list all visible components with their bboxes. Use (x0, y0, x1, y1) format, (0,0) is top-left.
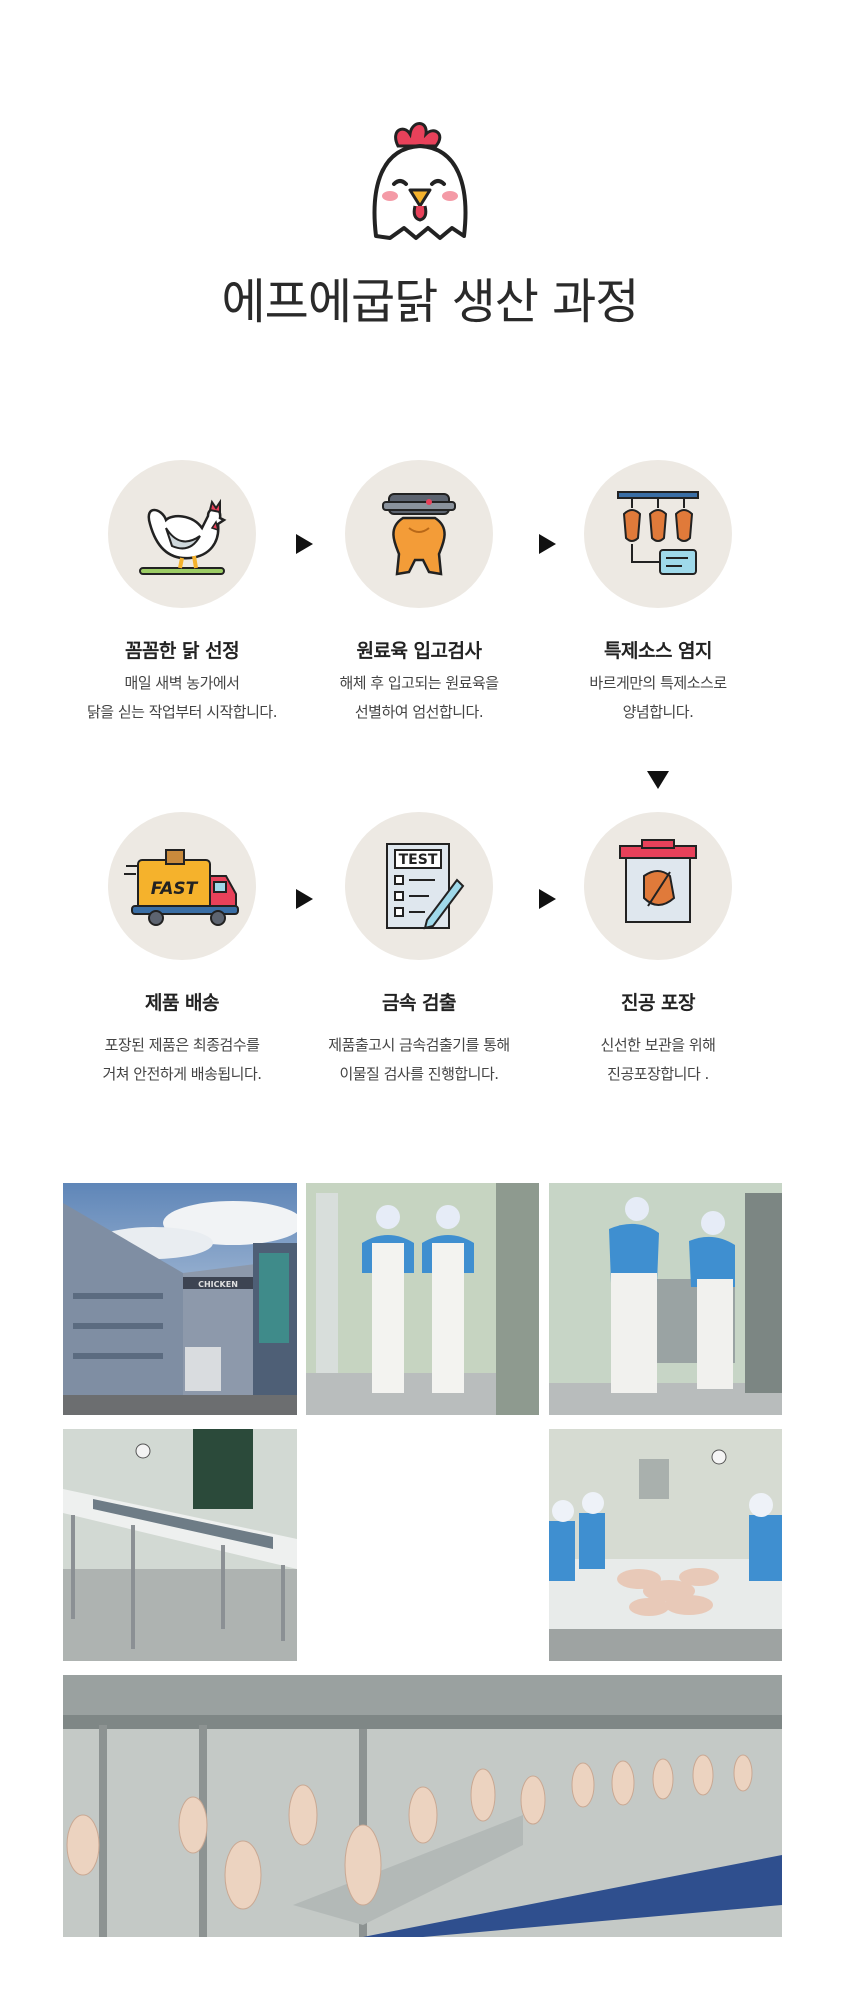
test-label: TEST (399, 852, 438, 868)
vacuum-package-icon (619, 839, 697, 923)
step-desc-line2: 선별하여 엄선합니다. (354, 703, 484, 721)
conveyor-line-photo (63, 1675, 782, 1937)
step-desc-line2: 양념합니다. (622, 703, 694, 721)
chicken-trimming-photo (549, 1429, 782, 1661)
fast-delivery-truck-icon: FAST (124, 849, 239, 926)
arrow-right-icon (539, 534, 556, 554)
process-step-chicken-selection: 꼼꼼한 닭 선정 매일 새벽 농가에서 닭을 싣는 작업부터 시작합니다. (32, 460, 332, 727)
raw-chicken-inspection-icon (382, 493, 456, 576)
step-title: 특제소스 염지 (604, 640, 713, 662)
step-icon-circle (584, 460, 732, 608)
step-icon-circle (108, 460, 256, 608)
step-title: 제품 배송 (144, 992, 220, 1014)
process-step-vacuum-packing: 진공 포장 신선한 보관을 위해 진공포장합니다 . (508, 812, 808, 1089)
step-description: 바르게만의 특제소스로 양념합니다. (508, 669, 808, 727)
step-desc-line1: 매일 새벽 농가에서 (124, 674, 240, 692)
process-step-delivery: FAST 제품 배송 포장된 제품은 최종검수를 거쳐 안전하게 배송됩니다. (32, 812, 332, 1089)
step-description: 제품출고시 금속검출기를 통해 이물질 검사를 진행합니다. (269, 1031, 569, 1089)
step-title: 금속 검출 (381, 992, 457, 1014)
process-step-metal-detection: TEST 금속 검출 제품출고시 금속검출기를 통해 이물질 검사를 진행합니다… (269, 812, 569, 1089)
step-desc-line2: 닭을 싣는 작업부터 시작합니다. (87, 703, 277, 721)
step-desc-line2: 이물질 검사를 진행합니다. (339, 1065, 499, 1083)
step-description: 해체 후 입고되는 원료육을 선별하여 엄선합니다. (269, 669, 569, 727)
step-title: 진공 포장 (620, 992, 696, 1014)
workers-standing-photo (306, 1183, 539, 1415)
step-desc-line1: 신선한 보관을 위해 (600, 1036, 716, 1054)
fast-label: FAST (151, 879, 199, 899)
step-desc-line2: 진공포장합니다 . (607, 1065, 709, 1083)
step-desc-line1: 제품출고시 금속검출기를 통해 (328, 1036, 510, 1054)
hanging-chicken-marinade-icon (617, 491, 699, 575)
step-desc-line2: 거쳐 안전하게 배송됩니다. (102, 1065, 262, 1083)
step-description: 신선한 보관을 위해 진공포장합니다 . (508, 1031, 808, 1089)
step-icon-circle (584, 812, 732, 960)
processing-table-photo (63, 1429, 297, 1661)
step-desc-line1: 포장된 제품은 최종검수를 (104, 1036, 260, 1054)
hen-mascot-logo (360, 116, 480, 256)
test-checklist-icon: TEST (386, 843, 465, 930)
factory-sign: CHICKEN (198, 1280, 238, 1289)
step-desc-line1: 바르게만의 특제소스로 (589, 674, 727, 692)
step-description: 포장된 제품은 최종검수를 거쳐 안전하게 배송됩니다. (32, 1031, 332, 1089)
step-title: 원료육 입고검사 (356, 640, 482, 662)
arrow-right-icon (539, 889, 556, 909)
process-step-raw-inspection: 원료육 입고검사 해체 후 입고되는 원료육을 선별하여 엄선합니다. (269, 460, 569, 727)
hen-icon (139, 498, 227, 575)
arrow-right-icon (296, 534, 313, 554)
arrow-right-icon (296, 889, 313, 909)
step-icon-circle (345, 460, 493, 608)
factory-exterior-photo: CHICKEN (63, 1183, 297, 1415)
step-icon-circle: TEST (345, 812, 493, 960)
step-title: 꼼꼼한 닭 선정 (124, 640, 240, 662)
step-description: 매일 새벽 농가에서 닭을 싣는 작업부터 시작합니다. (32, 669, 332, 727)
arrow-down-icon (647, 771, 669, 789)
step-desc-line1: 해체 후 입고되는 원료육을 (339, 674, 499, 692)
process-step-marinade: 특제소스 염지 바르게만의 특제소스로 양념합니다. (508, 460, 808, 727)
workers-at-sink-photo (549, 1183, 782, 1415)
step-icon-circle: FAST (108, 812, 256, 960)
page-title: 에프에굽닭 생산 과정 (221, 274, 640, 330)
